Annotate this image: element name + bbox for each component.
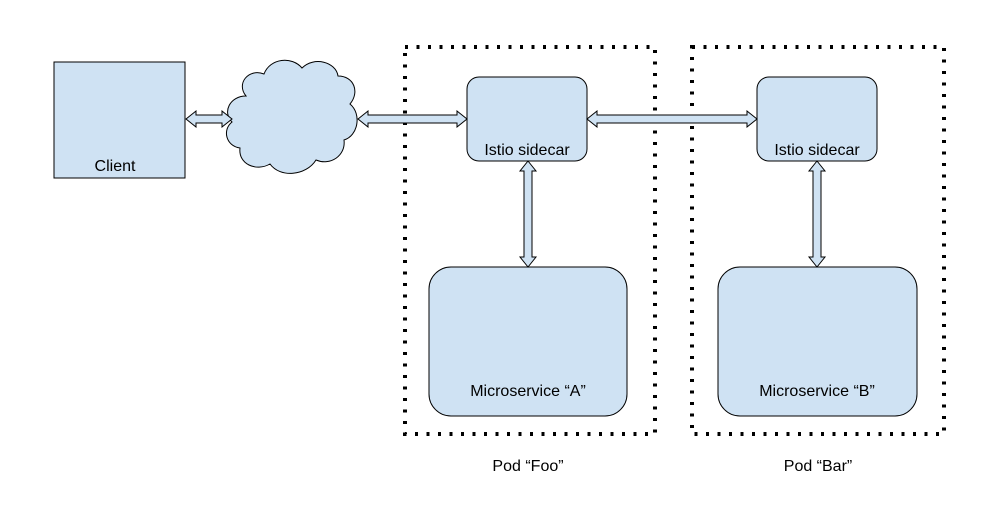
pod-foo-label: Pod “Foo”	[492, 458, 563, 475]
cloud-icon	[225, 59, 358, 174]
client-node: Client	[53, 61, 186, 179]
sidecar-bar-label: Istio sidecar	[774, 142, 860, 159]
arrow-sidecar-foo-sidecar-bar	[586, 109, 758, 129]
sidecar-bar-node: Istio sidecar	[756, 76, 878, 162]
arrow-sidecar-bar-microservice-b	[807, 160, 827, 268]
client-box	[53, 61, 186, 179]
pod-foo-boundary	[403, 45, 657, 436]
arrow-sidecar-foo-microservice-a	[518, 160, 538, 268]
microservice-a-node: Microservice “A”	[428, 266, 628, 417]
microservice-b-label: Microservice “B”	[759, 383, 875, 400]
microservice-b-node: Microservice “B”	[717, 266, 918, 417]
arrow-client-internet	[185, 109, 233, 129]
microservice-a-label: Microservice “A”	[470, 383, 586, 400]
client-label: Client	[95, 158, 136, 175]
sidecar-foo-node: Istio sidecar	[466, 76, 588, 162]
sidecar-foo-label: Istio sidecar	[484, 142, 570, 159]
pod-bar-label: Pod “Bar”	[784, 458, 852, 475]
arrow-internet-sidecar-foo	[357, 109, 468, 129]
